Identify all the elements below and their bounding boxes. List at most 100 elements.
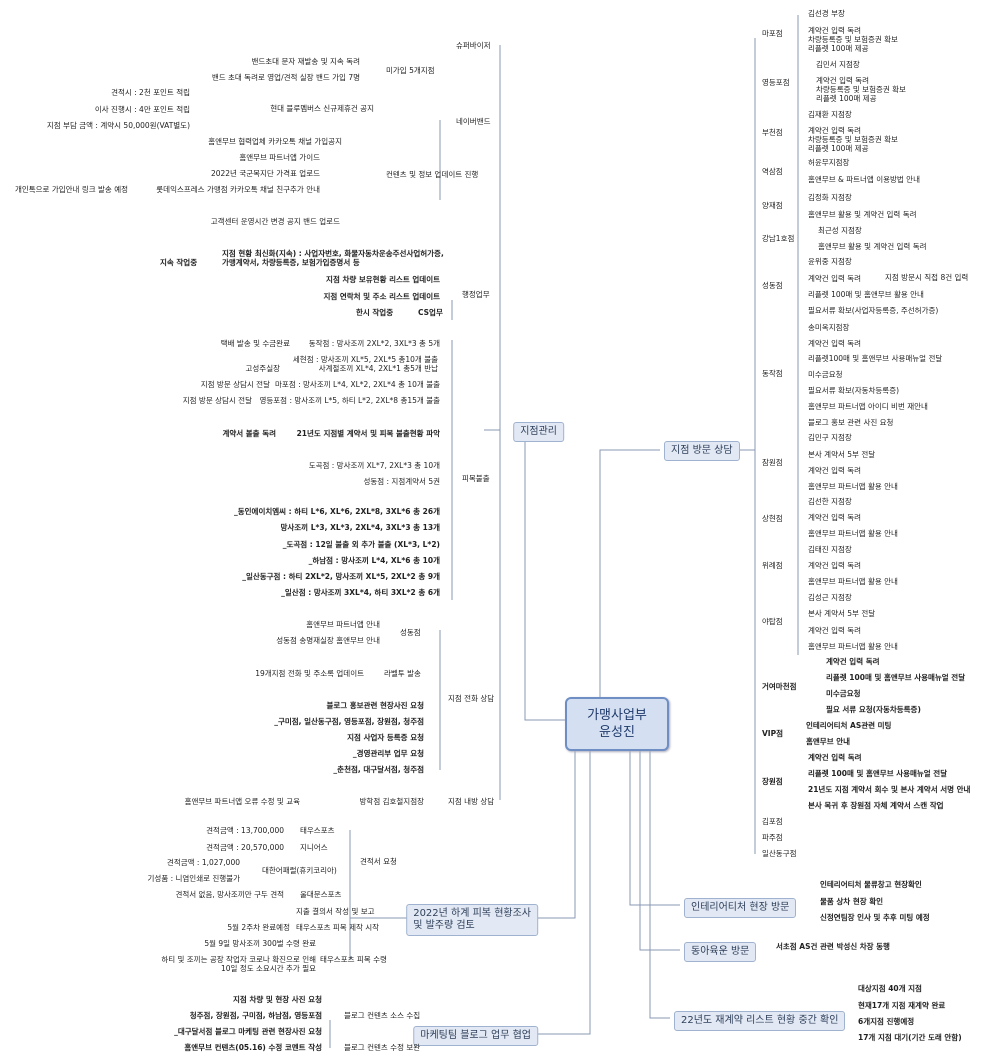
branch-item: 홈앤무브 파트너앱 활용 안내 — [808, 482, 898, 491]
phone-item: 홈앤무브 파트너앱 안내 — [306, 620, 380, 629]
supply-item: 마포점 : 망사조끼 L*4, XL*2, 2XL*4 총 10개 불출 — [275, 380, 440, 389]
interior-item: 물품 상차 현장 확인 — [820, 897, 884, 906]
topic-renewal-check[interactable]: 22년도 재계약 리스트 현황 중간 확인 — [674, 1011, 846, 1031]
branch-item: 미수금요청 — [808, 370, 843, 379]
renewal-item: 대상지점 40개 지점 — [858, 984, 922, 993]
branch-item: 계약건 입력 독려 — [808, 753, 862, 762]
content-item: 롯데익스프레스 가맹점 카카오톡 채널 친구추가 안내 — [156, 185, 320, 194]
survey-line1: 2022년 하계 피복 현황조사 — [413, 908, 531, 919]
topic-branch-visit[interactable]: 지점 방문 상담 — [664, 441, 740, 461]
content-item: 홈앤무브 파트너앱 가이드 — [239, 153, 320, 162]
branch-name: 부천점 — [762, 128, 783, 137]
branch-item: 홈앤무브 파트너앱 아이디 비번 재안내 — [808, 402, 928, 411]
branch-item: 리플렛 100매 및 홈앤무브 사용매뉴얼 전달 — [808, 769, 948, 778]
supply-item: 도곡점 : 망사조끼 XL*7, 2XL*3 총 10개 — [308, 461, 440, 470]
supervisor-label: 슈퍼바이저 — [456, 41, 491, 50]
phone-item: 블로그 홍보관련 현장사진 요청 — [326, 701, 424, 710]
branch-item: 리플렛100매 및 홈앤무브 사용매뉴얼 전달 — [808, 354, 943, 363]
quote-item: 견적금액 : 20,570,000 — [206, 843, 284, 852]
central-topic[interactable]: 가맹사업부 윤성진 — [565, 697, 669, 751]
branch-item: 윤위중 지점장 — [808, 257, 852, 266]
survey-item: 지출 결의서 작성 및 보고 — [296, 907, 375, 916]
admin-item: CS업무 — [418, 308, 443, 317]
supplies-label: 피복불출 — [462, 474, 490, 483]
internal-item: 홈앤무브 파트너앱 오류 수정 및 교육 — [184, 797, 300, 806]
quote-item: 대한어패럴(휴키코리아) — [262, 866, 337, 875]
survey-item: 10일 정도 소요시간 추가 필요 — [221, 964, 316, 973]
branch-item: 필요서류 확보(사업자등록증, 주선허가증) — [808, 306, 939, 315]
branch-item: 홈앤무브 활용 및 계약건 입력 독려 — [808, 210, 917, 219]
branch-item: 최근성 지점장 — [818, 226, 862, 235]
branch-name: VIP점 — [762, 729, 783, 738]
supply-item: _동인에이치엠씨 : 하티 L*6, XL*6, 2XL*8, 3XL*6 총 … — [234, 507, 440, 516]
hyundai-sub: 이사 진행시 : 4만 포인트 적립 — [94, 105, 190, 114]
branch-item: 김선경 부장 — [808, 9, 845, 18]
ongoing-label: 지속 작업중 — [160, 258, 198, 267]
branch-item: 필요서류 확보(자동차등록증) — [808, 386, 900, 395]
supply-item: 지점 방문 상담시 전달 — [200, 380, 270, 389]
interior-item: 신정연팀장 인사 및 추후 미팅 예정 — [820, 913, 930, 922]
topic-branch-mgmt[interactable]: 지점관리 — [513, 422, 564, 442]
blog-fix-label: 블로그 컨텐츠 수정 보완 — [344, 1043, 421, 1052]
branch-item: 미수금요청 — [826, 689, 861, 698]
blog-item: 지점 차량 및 현장 사진 요청 — [233, 995, 322, 1004]
quote-item: 견적금액 : 1,027,000 — [166, 858, 240, 867]
branch-item: 차량등록증 및 보험증권 확보 — [808, 135, 898, 144]
branch-item: 송미옥지점장 — [808, 323, 850, 332]
anytime-label: 한시 작업중 — [356, 308, 394, 317]
branch-item: 지점 방문시 직접 8건 입력 — [885, 273, 969, 282]
branch-item: 김민서 지점장 — [816, 60, 860, 69]
seongdong-label: 성동점 — [400, 628, 421, 637]
branch-item: 김정화 지점장 — [808, 193, 852, 202]
admin-item: 지점 연락처 및 주소 리스트 업데이트 — [323, 292, 440, 301]
topic-marketing-blog[interactable]: 마케팅팀 블로그 업무 협업 — [413, 1026, 538, 1046]
branch-item: 리플렛 100매 및 홈앤무브 사용매뉴얼 전달 — [826, 673, 966, 682]
content-item: 2022년 국군복지단 가격표 업로드 — [210, 169, 320, 178]
survey-item: 5월 9일 망사조끼 300벌 수령 완료 — [204, 939, 316, 948]
branch-item: 계약건 입력 독려 — [808, 274, 862, 283]
branch-name: 김포점 — [762, 817, 783, 826]
quote-item: 견적금액 : 13,700,000 — [206, 826, 284, 835]
branch-item: 본사 계약서 5부 전달 — [808, 450, 876, 459]
branch-item: 계약건 입력 독려 — [816, 76, 870, 85]
content-item: 홈앤무브 협력업체 카카오톡 채널 가입공지 — [208, 137, 342, 146]
survey-item: 하티 및 조끼는 공장 작업자 코로나 확진으로 인해 — [161, 955, 316, 964]
branch-item: 계약건 입력 독려 — [826, 657, 880, 666]
topic-uniform-survey[interactable]: 2022년 하계 피복 현황조사 및 발주량 검토 — [406, 904, 538, 936]
branch-item: 차량등록증 및 보험증권 확보 — [816, 85, 906, 94]
branch-item: 홈앤무브 활용 및 계약건 입력 독려 — [818, 242, 927, 251]
contents-update-label: 컨텐츠 및 정보 업데이트 진행 — [386, 170, 479, 179]
hyundai-sub: 견적시 : 2천 포인트 적립 — [111, 88, 190, 97]
internal-consult-label: 지점 내방 상담 — [448, 797, 495, 806]
quote-request-label: 견적서 요청 — [360, 857, 397, 866]
branch-item: 홈앤무브 & 파트너앱 이용방법 안내 — [808, 175, 920, 184]
supply-item: 동작점 : 망사조끼 2XL*2, 3XL*3 총 5개 — [308, 339, 440, 348]
branch-item: 21년도 지점 계약서 회수 및 본사 계약서 서명 안내 — [808, 785, 971, 794]
branch-name: 위례점 — [762, 561, 783, 570]
supply-item: 망사조끼 L*3, XL*3, 2XL*4, 3XL*3 총 13개 — [280, 523, 440, 532]
branch-item: 리플렛 100매 제공 — [808, 44, 869, 53]
survey-line2: 및 발주량 검토 — [413, 920, 475, 931]
branch-name: 마포점 — [762, 29, 783, 38]
quote-item: 기성품 : 니염인쇄로 진행불가 — [147, 874, 240, 883]
supply-item: 세현점 : 망사조끼 XL*5, 2XL*5 총10개 불출 — [292, 355, 438, 364]
central-name: 윤성진 — [599, 725, 635, 740]
quote-item: 견적서 없음, 망사조끼만 구두 견적 — [175, 890, 284, 899]
blog-item: _대구달서점 블로그 마케팅 관련 현장사진 요청 — [174, 1027, 322, 1036]
branch-item: 홈앤무브 파트너앱 활용 안내 — [808, 642, 898, 651]
branch-item: 인테리어티처 AS관련 미팅 — [806, 721, 892, 730]
branch-item: 김태진 지점장 — [808, 545, 852, 554]
branch-name: 거여마천점 — [762, 682, 797, 691]
branch-item: 계약건 입력 독려 — [808, 626, 862, 635]
blog-source-label: 블로그 컨텐츠 소스 수집 — [344, 1011, 421, 1020]
survey-item: 5월 2주차 완료예정 — [227, 923, 290, 932]
branch-item: 계약건 입력 독려 — [808, 466, 862, 475]
branch-item: 리플렛 100매 제공 — [816, 94, 877, 103]
branch-name: 야탑점 — [762, 617, 783, 626]
phone-item: _춘천점, 대구달서점, 청주점 — [333, 765, 424, 774]
topic-dongah-visit[interactable]: 동아육운 방문 — [684, 942, 757, 962]
branch-item: 계약건 입력 독려 — [808, 513, 862, 522]
topic-interior-visit[interactable]: 인테리어티처 현장 방문 — [684, 898, 797, 918]
phone-consult-label: 지점 전화 상담 — [448, 694, 495, 703]
